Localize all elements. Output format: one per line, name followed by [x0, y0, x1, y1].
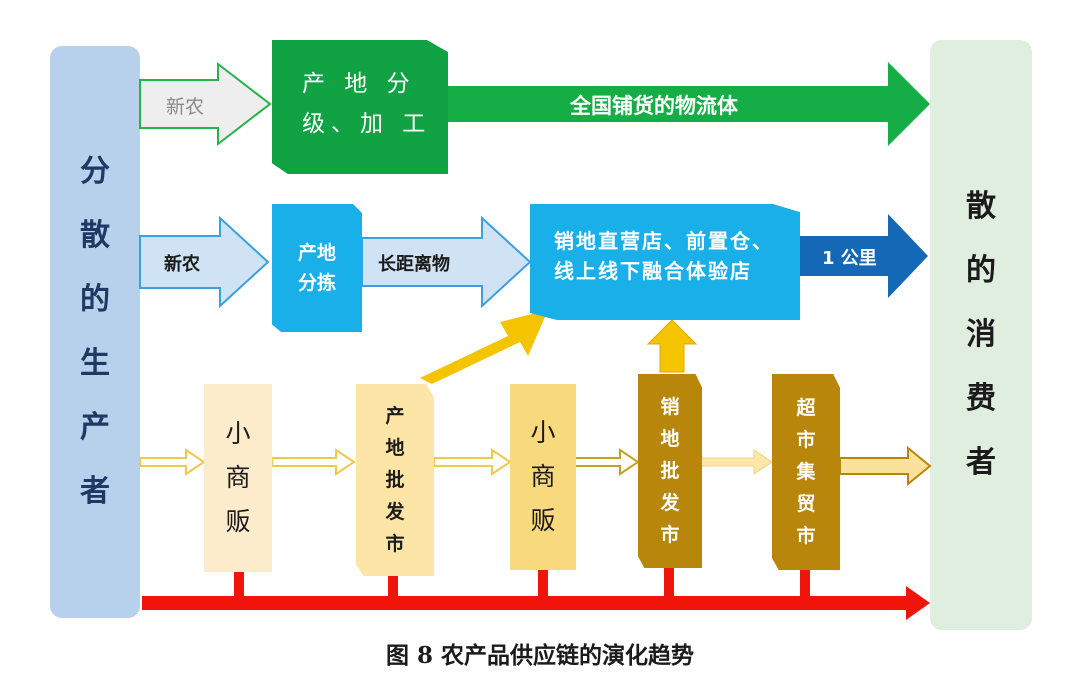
red-connector-5 [800, 568, 810, 598]
processing-box: 产 地 分 级、加 工 [272, 40, 448, 174]
row1-input-arrow [139, 61, 272, 147]
supermarket-char-4: 市 [796, 525, 816, 547]
origin-wholesale-box: 产地批发市 [356, 384, 434, 576]
row1-arrow-label: 全国铺货的物流体 [570, 94, 738, 118]
processing-box-text: 产 地 分 级、加 工 [302, 71, 432, 137]
red-connector-4 [664, 566, 674, 598]
origin-wholesale-char-4: 市 [385, 533, 405, 555]
origin-wholesale-char-3: 发 [385, 501, 405, 523]
figure-caption: 图 8 农产品供应链的演化趋势 [385, 642, 695, 669]
row3-arrow-4 [573, 448, 640, 476]
row3-arrow-3 [433, 448, 512, 476]
row2-arrow-label: 1 公里 [822, 248, 877, 269]
small-vendor-1-char-2: 贩 [225, 507, 251, 536]
consumers-panel: 散的消费者 [930, 40, 1032, 630]
red-connector-1 [234, 570, 244, 598]
row3-arrow-6 [839, 445, 932, 487]
small-vendor-box-1: 小商贩 [204, 384, 272, 572]
producer-char-3: 生 [80, 346, 110, 381]
small-vendor-2-char-1: 商 [530, 462, 556, 491]
small-vendor-1-char-0: 小 [225, 419, 251, 448]
row1-input-label: 新农 [166, 96, 205, 118]
row1-green-arrow [448, 62, 930, 146]
supermarket-char-2: 集 [796, 461, 816, 483]
row2-mid-label: 长距离物 [378, 254, 450, 275]
producers-panel: 分散的生产者 [50, 46, 140, 618]
sorting-box-text: 产地分拣 [297, 242, 336, 294]
up-arrow [646, 319, 698, 373]
consumer-char-1: 的 [966, 253, 996, 288]
small-vendor-1-char-1: 商 [225, 463, 251, 492]
row2-input-label: 新农 [164, 254, 200, 275]
row2-mid-arrow [361, 215, 532, 309]
producer-char-4: 产 [80, 410, 110, 445]
red-arrow [142, 586, 930, 620]
sales-wholesale-char-1: 地 [660, 428, 680, 450]
sorting-box: 产地分拣 [272, 204, 362, 332]
supermarket-char-3: 贸 [796, 493, 816, 515]
sales-wholesale-char-4: 市 [660, 524, 680, 546]
supermarket-box: 超市集贸市 [772, 374, 840, 570]
sales-wholesale-char-3: 发 [660, 492, 680, 514]
sales-wholesale-box: 销地批发市 [638, 374, 702, 568]
producer-char-1: 散 [80, 218, 110, 253]
supermarket-char-0: 超 [796, 397, 816, 419]
sales-wholesale-char-2: 批 [660, 460, 680, 482]
diagonal-up-arrow [420, 310, 548, 384]
producer-char-5: 者 [80, 474, 110, 509]
origin-wholesale-char-0: 产 [385, 405, 405, 427]
small-vendor-2-char-2: 贩 [530, 506, 556, 535]
row3-arrow-2 [271, 448, 356, 476]
producer-char-0: 分 [80, 154, 110, 189]
producer-char-2: 的 [80, 282, 110, 317]
store-box-text: 销地直营店、前置仓、线上线下融合体验店 [554, 229, 774, 283]
consumer-char-4: 者 [966, 445, 996, 480]
red-connector-2 [388, 574, 398, 598]
consumer-char-3: 费 [966, 381, 996, 416]
consumer-char-0: 散 [966, 189, 996, 224]
consumer-char-2: 消 [966, 317, 996, 352]
origin-wholesale-char-2: 批 [385, 469, 405, 491]
small-vendor-box-2: 小商贩 [510, 384, 576, 570]
sales-wholesale-char-0: 销 [660, 396, 680, 418]
small-vendor-2-char-0: 小 [530, 418, 556, 447]
store-box: 销地直营店、前置仓、线上线下融合体验店 [530, 204, 800, 320]
row2-input-arrow [139, 215, 270, 309]
row3-arrow-1 [139, 448, 206, 476]
row2-blue-arrow [800, 214, 928, 298]
row3-arrow-5 [699, 449, 773, 475]
supermarket-char-1: 市 [796, 429, 816, 451]
red-connector-3 [538, 568, 548, 598]
origin-wholesale-char-1: 地 [385, 437, 405, 459]
